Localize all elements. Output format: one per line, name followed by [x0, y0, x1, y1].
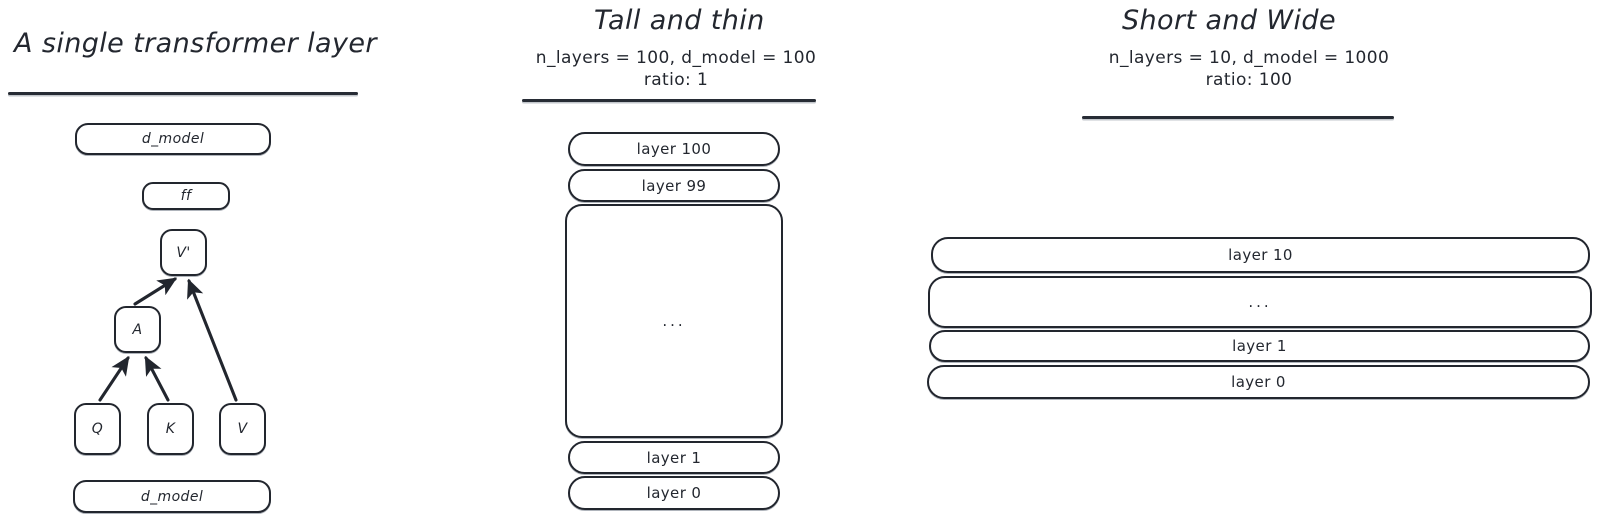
edge-v-to-vprime: [187, 278, 238, 402]
stack-item-label: layer 99: [641, 176, 707, 195]
node-label: A: [132, 321, 143, 338]
column-title-tall-and-thin: Tall and thin: [594, 5, 765, 36]
node-label: d_model: [141, 131, 205, 147]
edge-q-to-a: [98, 355, 130, 402]
stack-item-tall-3: layer 1: [568, 441, 780, 474]
column-subtitle-short-and-wide-line1: n_layers = 10, d_model = 1000: [1108, 48, 1390, 68]
divider-single-layer: [8, 92, 358, 95]
stack-item-wide-3: layer 0: [927, 365, 1590, 399]
node-q: Q: [74, 403, 121, 455]
node-label: K: [165, 421, 176, 437]
stack-item-label: layer 0: [1231, 373, 1286, 391]
node-k: K: [147, 403, 194, 455]
stack-item-tall-ellipsis: ...: [565, 204, 783, 438]
stack-item-label: layer 0: [646, 484, 702, 502]
node-v: V: [219, 403, 266, 455]
node-label: V: [237, 421, 248, 437]
node-ff: ff: [142, 182, 230, 210]
stack-item-wide-2: layer 1: [929, 330, 1590, 362]
node-d-model-top: d_model: [75, 123, 271, 155]
node-v-prime: V': [160, 229, 207, 276]
stack-item-tall-4: layer 0: [568, 476, 780, 510]
column-subtitle-tall-and-thin-line1: n_layers = 100, d_model = 100: [535, 48, 817, 68]
divider-tall-and-thin: [522, 99, 816, 102]
edge-a-to-vprime: [133, 277, 178, 306]
column-subtitle-tall-and-thin-line2: ratio: 1: [643, 70, 709, 90]
stack-item-tall-1: layer 99: [568, 169, 780, 202]
stack-item-label: layer 1: [646, 448, 702, 467]
stack-item-wide-ellipsis: ...: [928, 276, 1592, 328]
node-label: d_model: [140, 488, 204, 505]
column-title-single-layer: A single transformer layer: [14, 28, 377, 59]
stack-item-label: layer 100: [636, 140, 712, 158]
column-subtitle-short-and-wide-line2: ratio: 100: [1205, 70, 1293, 90]
divider-short-and-wide: [1082, 116, 1394, 119]
stack-item-label: ...: [1248, 293, 1272, 311]
node-label: ff: [180, 188, 192, 204]
node-a: A: [114, 306, 161, 353]
node-d-model-bottom: d_model: [73, 480, 271, 513]
node-label: V': [176, 244, 191, 261]
column-title-short-and-wide: Short and Wide: [1122, 5, 1336, 36]
stack-item-label: layer 1: [1232, 337, 1287, 355]
edge-k-to-a: [144, 355, 170, 402]
stack-item-tall-0: layer 100: [568, 132, 780, 166]
stack-item-wide-0: layer 10: [931, 237, 1590, 273]
stack-item-label: layer 10: [1228, 246, 1293, 264]
node-label: Q: [91, 421, 104, 437]
stack-item-label: ...: [662, 312, 686, 330]
